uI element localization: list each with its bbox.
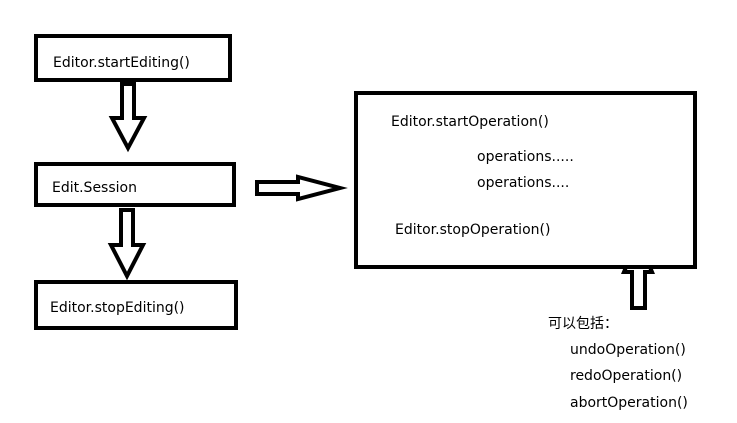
start-operation-label: Editor.startOperation() [391, 114, 549, 130]
operations-line-2: operations.... [477, 175, 570, 191]
right-arrow [255, 174, 348, 202]
note-item-abort: abortOperation() [570, 395, 688, 411]
operation-block: Editor.startOperation() operations..... … [354, 91, 697, 269]
note-heading: 可以包括： [548, 316, 618, 332]
note-item-undo: undoOperation() [570, 342, 686, 358]
start-editing-box: Editor.startEditing() [34, 34, 232, 82]
edit-session-label: Edit.Session [52, 180, 137, 196]
stop-operation-label: Editor.stopOperation() [395, 222, 551, 238]
note-item-redo: redoOperation() [570, 368, 683, 384]
start-editing-label: Editor.startEditing() [53, 55, 190, 71]
down-arrow-2 [107, 208, 147, 281]
stop-editing-label: Editor.stopEditing() [50, 300, 185, 316]
stop-editing-box: Editor.stopEditing() [34, 280, 238, 330]
edit-session-box: Edit.Session [34, 162, 236, 207]
operations-line-1: operations..... [477, 149, 574, 165]
down-arrow-1 [108, 82, 148, 153]
